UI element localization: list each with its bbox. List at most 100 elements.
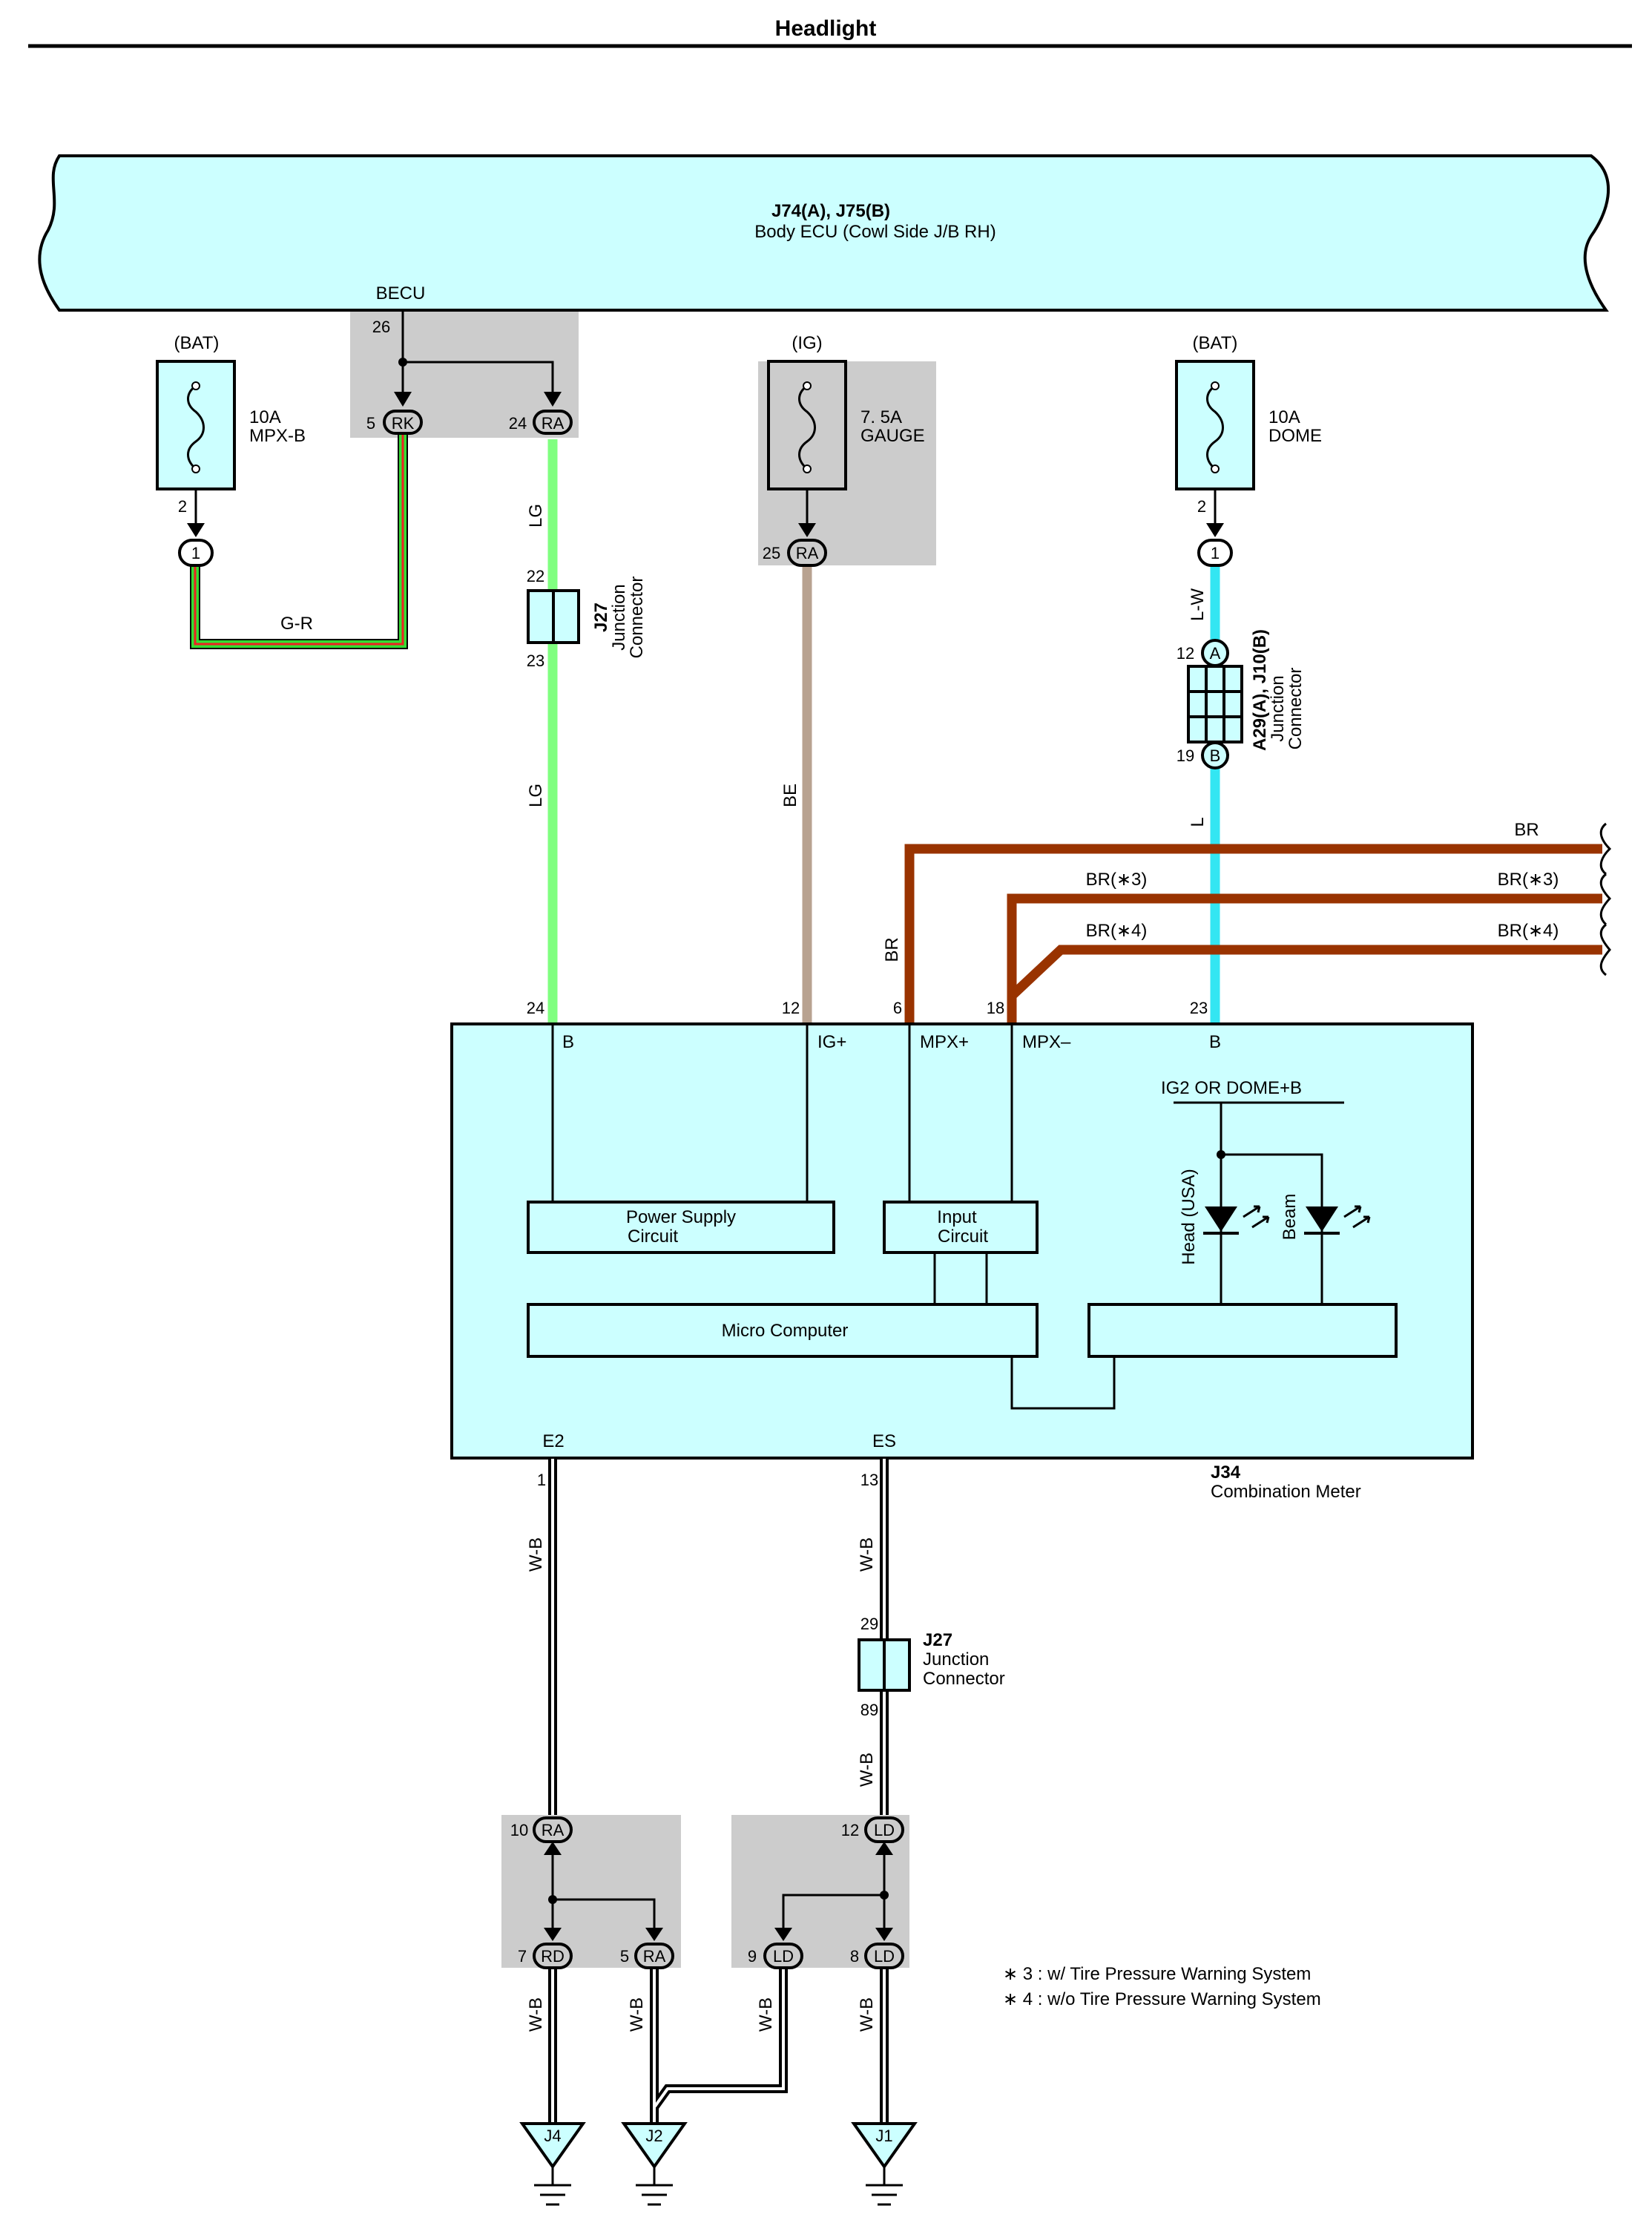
note-1: ∗ 3 : w/ Tire Pressure Warning System — [1003, 1964, 1311, 1984]
beam-led-rays-icon — [1343, 1205, 1370, 1229]
wire-lg-label-2: LG — [526, 784, 546, 807]
fuse-mpxb-name: MPX-B — [249, 426, 306, 446]
br-continue-mark-2 — [1599, 873, 1612, 926]
fuse-dome-arrow — [1206, 523, 1224, 537]
jc-j27-bottom-ref: J27 — [923, 1630, 952, 1650]
micro-computer — [527, 1303, 1039, 1358]
wire-br3-right-label: BR(∗3) — [1498, 870, 1559, 890]
power-supply-circuit — [527, 1201, 835, 1254]
fuse-gauge-arrow — [798, 523, 816, 537]
ground-j2-symbol — [621, 2122, 688, 2170]
ground-j1 — [851, 2122, 918, 2206]
br-continue-mark-3 — [1599, 923, 1611, 976]
fuse-gauge-name: GAUGE — [860, 426, 925, 446]
fuse-dome-dot-top — [1211, 381, 1220, 390]
fuse-mpxb-dot-top — [191, 381, 200, 390]
wire-wb-label-6: W-B — [756, 1997, 776, 2032]
meter-term-b: B — [562, 1032, 574, 1052]
splice-left-out1 — [533, 1943, 573, 1969]
fuse-gauge-source: (IG) — [792, 333, 822, 353]
input-circuit — [883, 1201, 1039, 1254]
wb-wires — [548, 1459, 889, 2122]
fuse-gauge-pin: 25 — [763, 544, 780, 562]
ground-j4 — [519, 2122, 586, 2206]
splice-right-out1 — [763, 1943, 803, 1969]
fuse-gauge-rating: 7. 5A — [860, 407, 902, 427]
wire-gr-label: G-R — [280, 614, 313, 634]
br-continue-mark-1 — [1599, 822, 1612, 876]
splice-left-out1-pin: 7 — [518, 1947, 527, 1966]
jc-a29-line2: Connector — [1286, 668, 1306, 750]
jc-j27-top-line2: Connector — [627, 577, 647, 659]
fuse-dome-element — [1206, 384, 1224, 470]
meter-pin-e2: 1 — [537, 1471, 546, 1489]
splice-left-in-label: RA — [542, 1821, 565, 1839]
jc-a29-ref: A29(A), J10(B) — [1250, 629, 1270, 751]
fuse-mpxb-pin: 2 — [178, 497, 187, 516]
splice-right-dot — [880, 1891, 889, 1900]
beam-lamp-line — [1221, 1153, 1323, 1304]
fuse-gauge-conn-label: RA — [796, 544, 819, 562]
jc-a29-conn-out-label: B — [1210, 746, 1221, 765]
fuse-gauge-dot-top — [803, 381, 812, 390]
fuse-mpxb-connector — [178, 539, 214, 567]
splice-left-out1-label: RD — [541, 1947, 565, 1966]
jc-a29-pin-out: 19 — [1177, 746, 1194, 765]
head-led-rays-icon — [1243, 1205, 1269, 1229]
head-lamp-label: Head (USA) — [1179, 1169, 1199, 1264]
fuse-gauge-connector — [787, 539, 827, 567]
jc-j27-top-ref: J27 — [591, 603, 611, 632]
splice-right-out1-arrow — [774, 1928, 792, 1941]
jc-a29-conn-in-label: A — [1210, 644, 1221, 663]
connector-ra-ecu — [533, 410, 573, 435]
splice-right-in-pin: 12 — [841, 1821, 859, 1839]
beam-lamp-label: Beam — [1280, 1194, 1300, 1241]
splice-right-out2-arrow — [875, 1928, 893, 1941]
jc-j27-bottom-line2: Connector — [923, 1669, 1005, 1689]
wire-wb-label-3: W-B — [857, 1753, 877, 1787]
input-circuit-line2: Circuit — [938, 1227, 988, 1247]
splice-left-in-arrow — [544, 1842, 562, 1855]
fuse-gauge-element — [798, 384, 816, 470]
connector-rk-pin: 5 — [366, 414, 375, 433]
jc-a29-conn-out — [1201, 741, 1229, 769]
fuse-dome-source: (BAT) — [1193, 333, 1238, 353]
arrow-ra — [544, 392, 562, 407]
fuse-mpxb-conn-label: 1 — [191, 544, 200, 562]
fuse-dome-pin: 2 — [1197, 497, 1206, 516]
ground-j4-label: J4 — [544, 2127, 561, 2145]
jc-a29-pin-in: 12 — [1177, 644, 1194, 663]
fuse-mpxb-source: (BAT) — [174, 333, 220, 353]
meter-term-mpxm: MPX– — [1022, 1032, 1071, 1052]
wire-wb-label-1: W-B — [526, 1537, 546, 1572]
meter-term-ig: IG+ — [817, 1032, 846, 1052]
wire-wb-label-7: W-B — [857, 1997, 877, 2032]
becu-branch — [401, 312, 554, 401]
indicator-driver — [1087, 1303, 1398, 1358]
jc-j27-top-line1: Junction — [609, 584, 629, 650]
ground-j1-label: J1 — [875, 2127, 892, 2145]
meter-pin-b: 24 — [527, 999, 544, 1017]
becu-label: BECU — [376, 283, 426, 303]
splice-left-dot — [548, 1895, 557, 1904]
wire-wb-label-2: W-B — [857, 1537, 877, 1572]
jc-j27-top-pin-in: 22 — [527, 567, 544, 585]
ecu-ref: J74(A), J75(B) — [771, 201, 890, 221]
becu-splice-dot — [398, 358, 407, 367]
fuse-mpxb-rating: 10A — [249, 407, 281, 427]
jc-j27-top-pin-out: 23 — [527, 651, 544, 670]
splice-left-branch — [551, 1855, 656, 1929]
meter-pin-ig: 12 — [782, 999, 800, 1017]
fuse-dome-name: DOME — [1268, 426, 1322, 446]
splice-right-in-label: LD — [874, 1821, 895, 1839]
wire-br-right-label: BR — [1514, 820, 1539, 840]
jc-j27-bottom-pin-out: 89 — [860, 1701, 878, 1719]
head-led-icon — [1205, 1206, 1237, 1232]
meter-pin-es: 13 — [860, 1471, 878, 1489]
splice-right-out2-pin: 8 — [850, 1947, 859, 1966]
ecu-name: Body ECU (Cowl Side J/B RH) — [754, 222, 996, 242]
fuse-mpxb-dot-bot — [191, 464, 200, 473]
wire-br4-right-label: BR(∗4) — [1498, 921, 1559, 941]
wire-wb-label-5: W-B — [627, 1997, 647, 2032]
